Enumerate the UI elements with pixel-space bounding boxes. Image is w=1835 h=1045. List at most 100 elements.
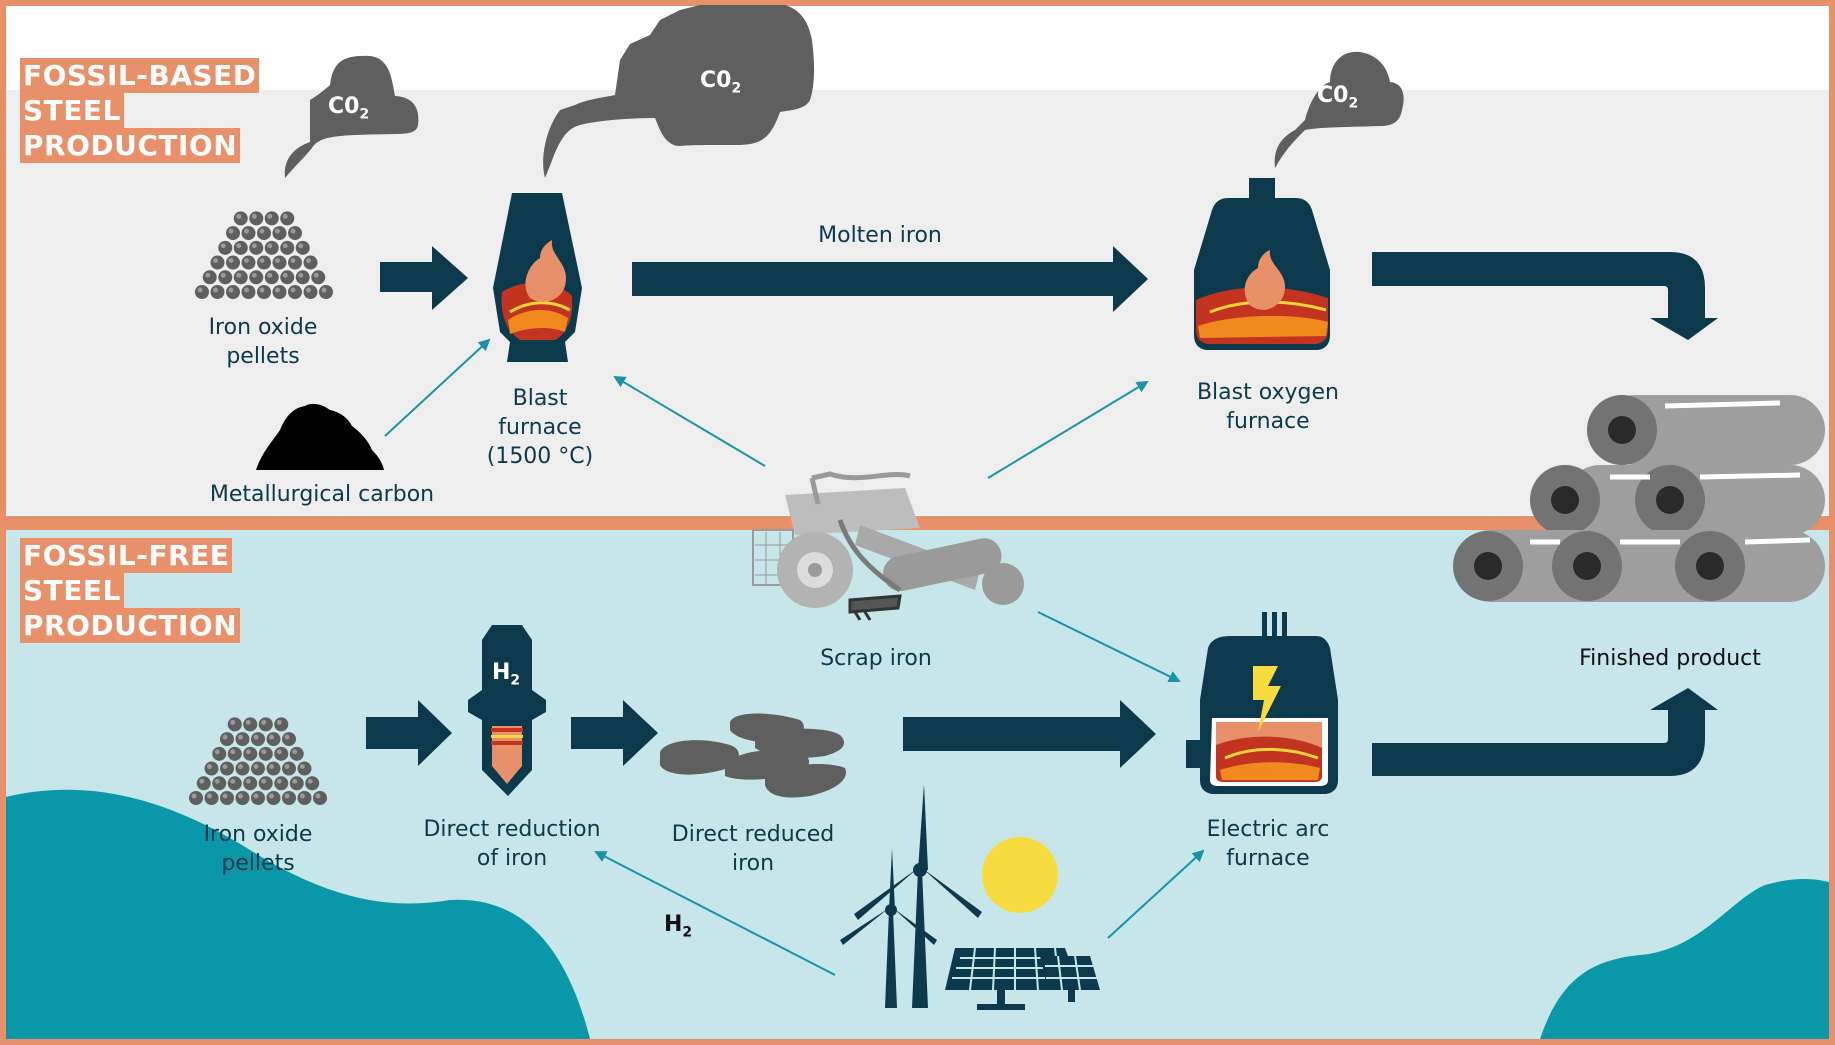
pellet	[272, 285, 287, 299]
pellet	[227, 717, 242, 732]
iron-oxide-pellets-bottom-label: Iron oxide pellets	[203, 822, 313, 876]
blast-furnace-icon	[493, 193, 582, 362]
pellet	[241, 226, 256, 241]
electric-arc-furnace-icon	[1186, 612, 1338, 794]
pellet	[251, 732, 265, 747]
pellet-highlight	[207, 764, 212, 769]
arrow-bottom-to-finished	[1372, 688, 1718, 776]
pellet-highlight	[275, 287, 280, 293]
pellet-highlight	[228, 287, 234, 293]
pellet-highlight	[251, 243, 257, 249]
scrap-iron-label: Scrap iron	[820, 646, 932, 671]
arrow-carbon-to-blast-furnace	[384, 338, 491, 437]
pellet	[249, 270, 264, 285]
pellet	[288, 226, 302, 241]
arrow-dri-to-eaf	[903, 700, 1156, 768]
pellet	[249, 211, 264, 226]
arrow-renewables-to-arc-furnace	[1107, 849, 1205, 939]
direct-reduced-iron-icon	[660, 713, 846, 798]
pellet	[212, 746, 227, 761]
pellet	[280, 270, 295, 285]
pellet-highlight	[214, 778, 220, 784]
pellet-highlight	[298, 272, 304, 278]
arrow-pellets-to-reduction	[366, 700, 452, 766]
pellet-highlight	[213, 287, 218, 293]
pellet	[258, 717, 273, 732]
pellet	[282, 732, 296, 747]
pellet-highlight	[292, 778, 298, 784]
iron-oxide-pellets-top-icon	[195, 211, 333, 299]
pellet	[258, 746, 273, 761]
pellet-highlight	[245, 749, 251, 755]
arrow-molten-iron	[632, 246, 1148, 312]
pellet-highlight	[228, 258, 234, 263]
pellet-highlight	[267, 243, 273, 249]
pellet	[233, 240, 248, 255]
pellet-highlight	[307, 778, 313, 784]
h2-input-label: H2	[664, 912, 693, 941]
pellet-highlight	[321, 287, 327, 293]
pellet	[264, 211, 279, 226]
pellet-highlight	[251, 272, 257, 278]
pellet	[249, 240, 264, 255]
pellet-highlight	[284, 793, 290, 799]
pellet-highlight	[245, 778, 251, 784]
pellet	[274, 717, 289, 732]
pellet-highlight	[269, 793, 274, 799]
pellet-highlight	[284, 764, 290, 769]
pellet	[266, 791, 281, 805]
fossil-based-title-line-3: PRODUCTION	[20, 128, 241, 163]
pellet-highlight	[245, 719, 251, 725]
pellet	[274, 776, 289, 791]
blast-oxygen-furnace-label: Blast oxygen furnace	[1196, 380, 1340, 434]
coal-pile-icon	[256, 403, 384, 470]
pellet	[227, 746, 242, 761]
pellet-highlight	[199, 778, 205, 784]
pellet-highlight	[222, 734, 228, 740]
pellet	[297, 791, 312, 805]
pellet-highlight	[276, 719, 282, 725]
pellet	[243, 717, 258, 732]
pellet	[289, 776, 304, 791]
pellet	[218, 240, 233, 255]
fossil-free-title: FOSSIL-FREE STEEL PRODUCTION	[20, 538, 241, 643]
direct-reduction-shaft-icon	[468, 625, 546, 796]
pellet	[235, 761, 250, 776]
pellet-highlight	[191, 793, 197, 799]
pellet	[210, 285, 225, 299]
pellet-highlight	[251, 213, 257, 219]
pellet-highlight	[244, 258, 249, 263]
pellet	[226, 255, 240, 270]
blast-furnace-label: Blast furnace (1500 °C)	[486, 386, 594, 469]
fossil-free-title-line-3: PRODUCTION	[20, 608, 241, 643]
pellet	[303, 285, 318, 299]
pellet	[297, 761, 312, 776]
pellet-highlight	[282, 272, 288, 278]
pellet	[251, 791, 265, 805]
steel-pipes-icon	[1453, 395, 1825, 602]
pellet-highlight	[222, 793, 228, 799]
pellet	[288, 285, 302, 299]
pellet	[196, 776, 211, 791]
pellet-highlight	[300, 793, 305, 799]
pellet	[220, 761, 234, 776]
pellet-highlight	[259, 228, 265, 234]
fossil-free-title-line-1: FOSSIL-FREE	[20, 538, 233, 573]
pellet-highlight	[207, 793, 212, 799]
pellet	[257, 255, 271, 270]
pellet-highlight	[261, 778, 267, 784]
pellet-highlight	[214, 749, 220, 755]
pellet	[311, 270, 326, 285]
teal-hill-left	[6, 789, 590, 1039]
pellet-highlight	[290, 287, 296, 293]
finished-product-label: Finished product	[1579, 646, 1761, 671]
pellet	[210, 255, 225, 270]
pellet	[218, 270, 233, 285]
direct-reduced-iron-label: Direct reduced iron	[671, 822, 835, 876]
pellet	[243, 776, 258, 791]
pellet-highlight	[298, 243, 304, 249]
pellet	[251, 761, 265, 776]
pellet-highlight	[306, 258, 311, 263]
pellet-highlight	[275, 228, 280, 234]
